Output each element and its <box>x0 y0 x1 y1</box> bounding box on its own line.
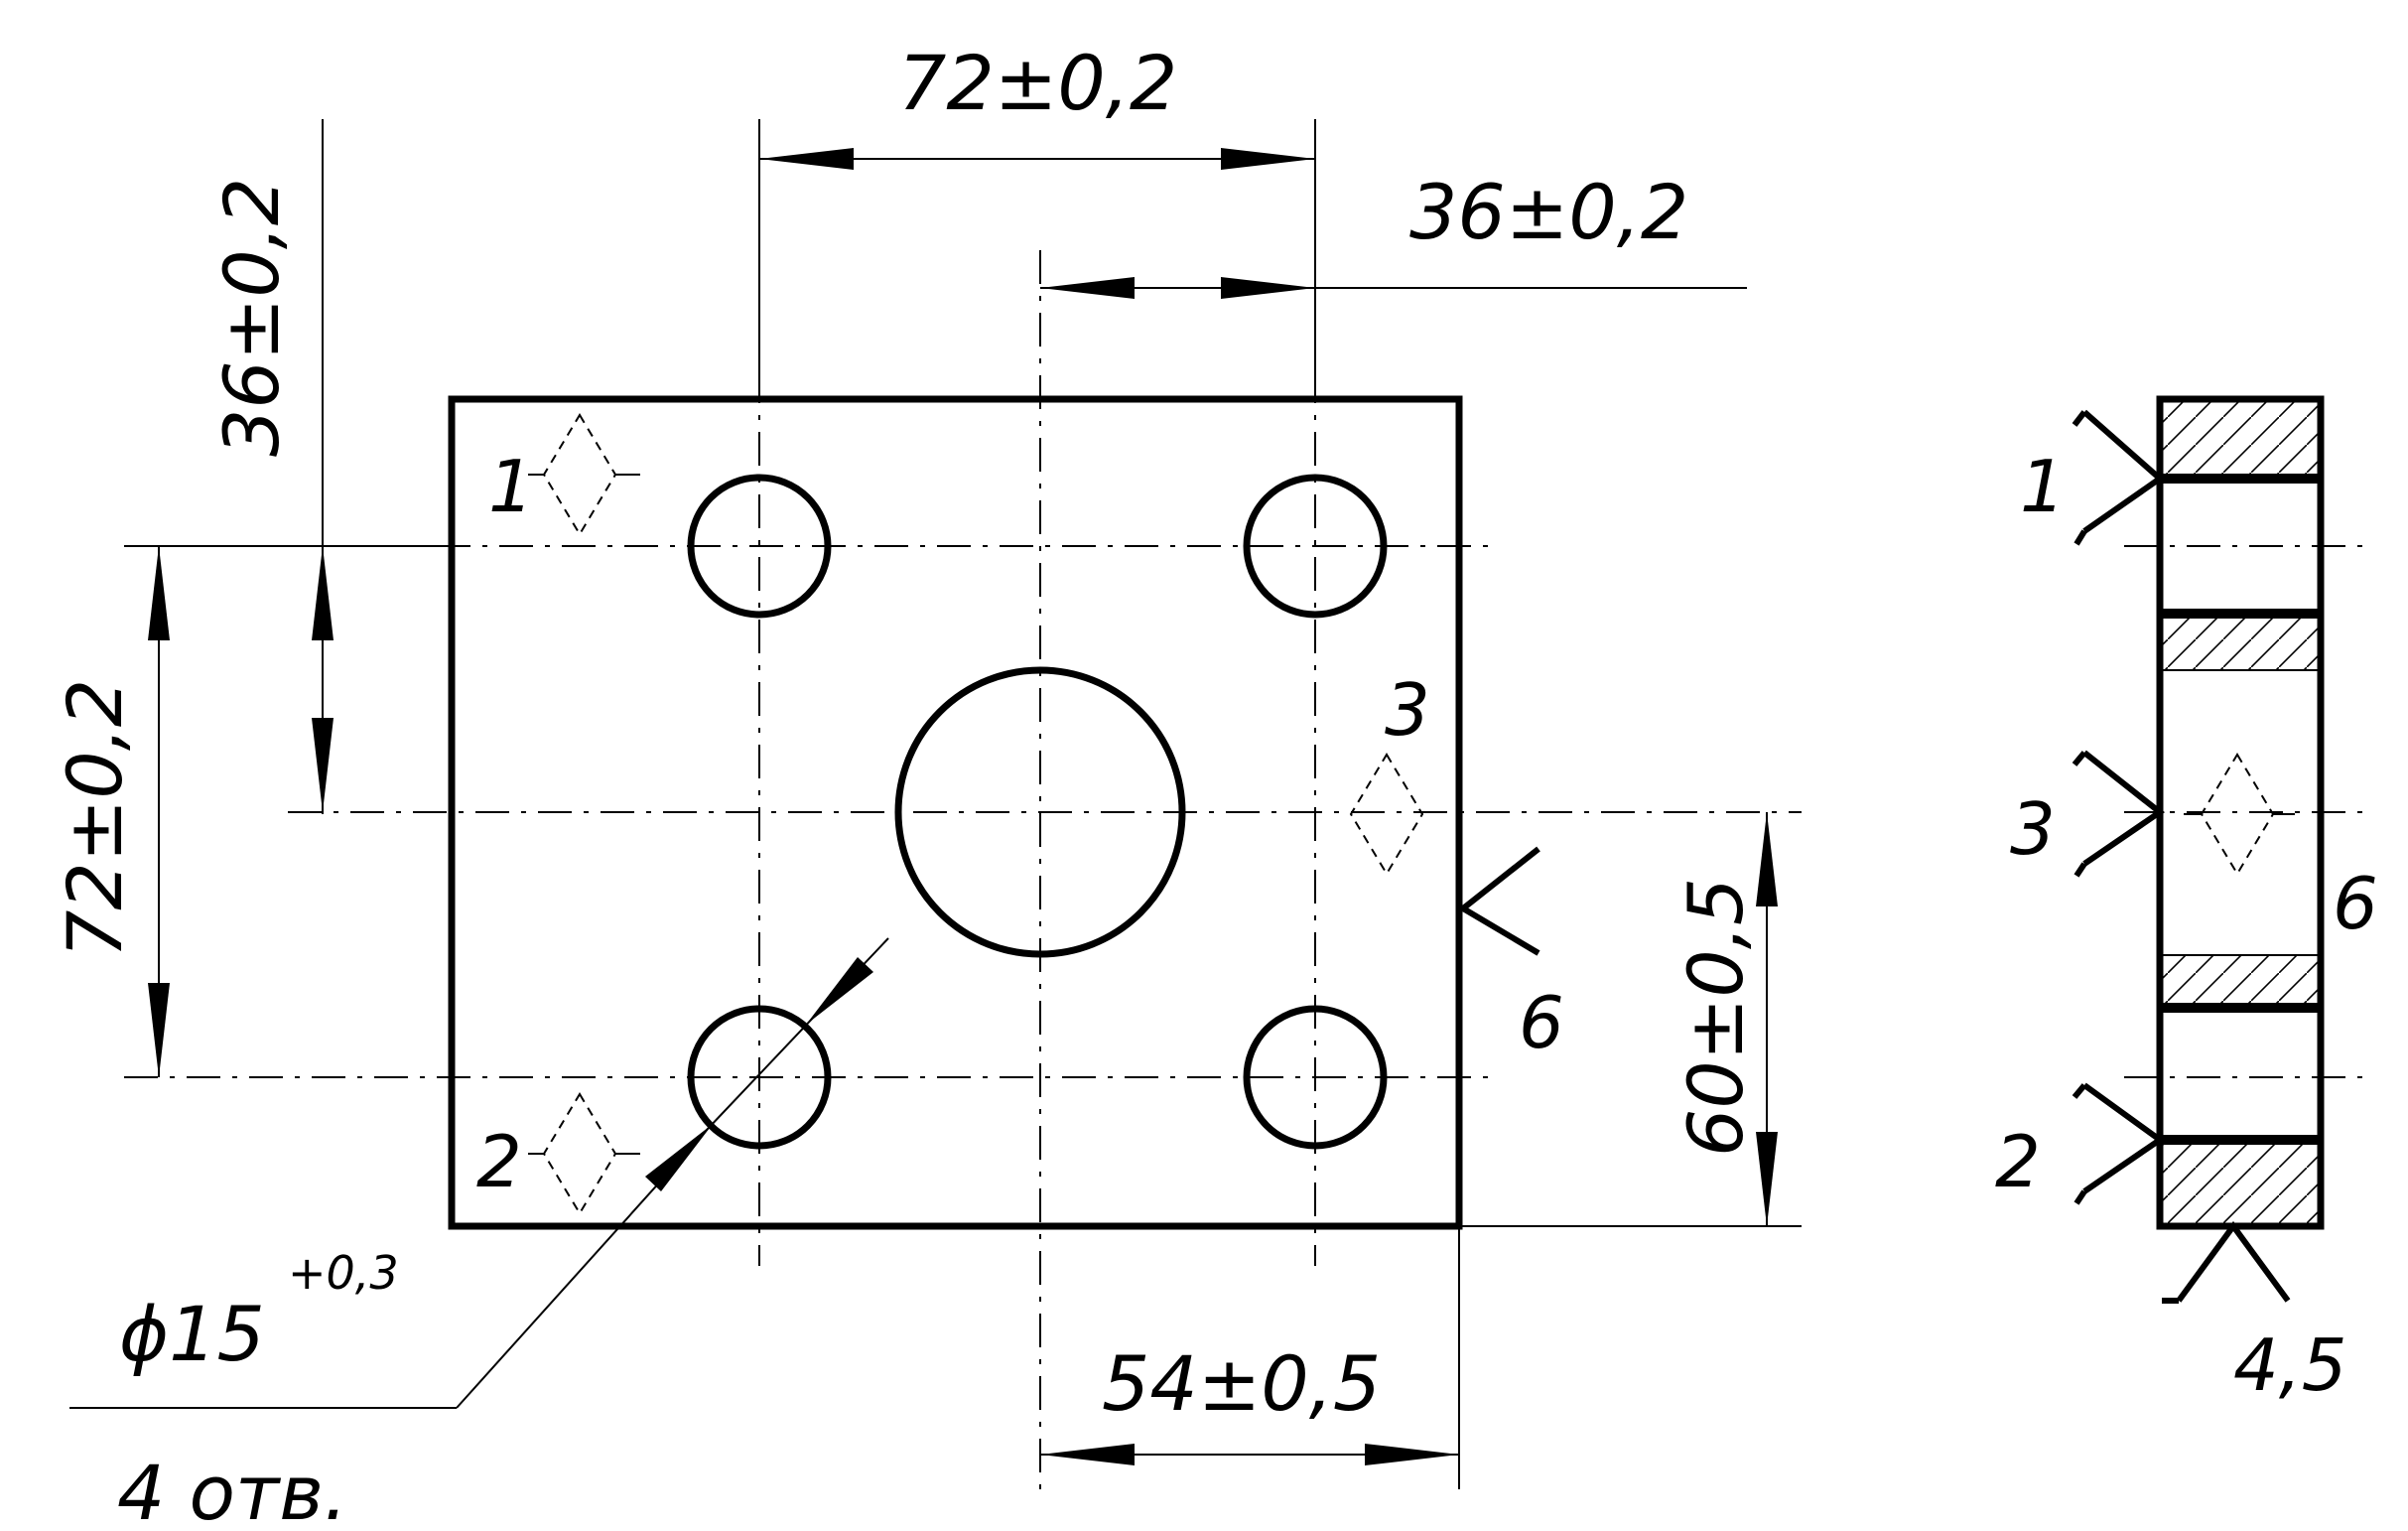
side-weld-diamond-6 <box>2200 753 2275 876</box>
side-marker-2: 2 <box>1995 1120 2041 1203</box>
hole-count: 4 отв. <box>117 1449 347 1531</box>
dim-right-60: 60±0,5 <box>1672 878 1760 1157</box>
hatch-region-mid1 <box>2160 616 2321 670</box>
dim-left-72: 72±0,2 <box>51 679 139 958</box>
side-marker-1: 1 <box>2020 445 2066 528</box>
side-marker-6: 6 <box>2333 862 2378 945</box>
center-bore <box>894 666 1186 958</box>
side-marker-3: 3 <box>2010 787 2056 871</box>
front-view <box>124 119 1802 1489</box>
side-weld-mark-1 <box>2082 409 2165 534</box>
weld-diamond-1 <box>542 413 617 536</box>
side-weld-mark-3 <box>2082 750 2166 867</box>
side-weld-mark-2 <box>2082 1082 2166 1194</box>
weld-diamond-2 <box>542 1092 617 1215</box>
hole-bottom-right <box>1243 1005 1388 1150</box>
hole-tolerance: +0,3 <box>288 1246 399 1300</box>
hole-bottom-left <box>687 1005 832 1150</box>
marker-1: 1 <box>488 445 534 528</box>
marker-6: 6 <box>1519 981 1564 1064</box>
side-marker-45: 4,5 <box>2233 1323 2347 1407</box>
hatch-region-bottom <box>2160 1140 2321 1226</box>
weld-mark-6 <box>1457 846 1540 956</box>
hole-top-right <box>1243 474 1388 619</box>
dimension-lines <box>69 119 1802 1489</box>
marker-2: 2 <box>476 1120 522 1203</box>
dim-left-36: 36±0,2 <box>207 178 296 457</box>
labels: 72±0,2 36±0,2 36±0,2 72±0,2 60±0,5 54±0,… <box>51 39 2378 1531</box>
hatch-region-mid2 <box>2160 955 2321 1008</box>
hole-top-left <box>687 474 832 619</box>
dim-bottom-54: 54±0,5 <box>1102 1339 1381 1428</box>
side-view <box>2072 395 2362 1304</box>
side-weld-mark-45 <box>2176 1220 2291 1303</box>
hatch-region-top <box>2160 399 2321 475</box>
marker-3: 3 <box>1385 668 1430 752</box>
hole-diameter: ϕ15 <box>119 1290 265 1378</box>
dim-top-72: 72±0,2 <box>898 39 1177 127</box>
weld-diamond-3 <box>1349 753 1424 876</box>
dim-top-36: 36±0,2 <box>1409 168 1688 256</box>
